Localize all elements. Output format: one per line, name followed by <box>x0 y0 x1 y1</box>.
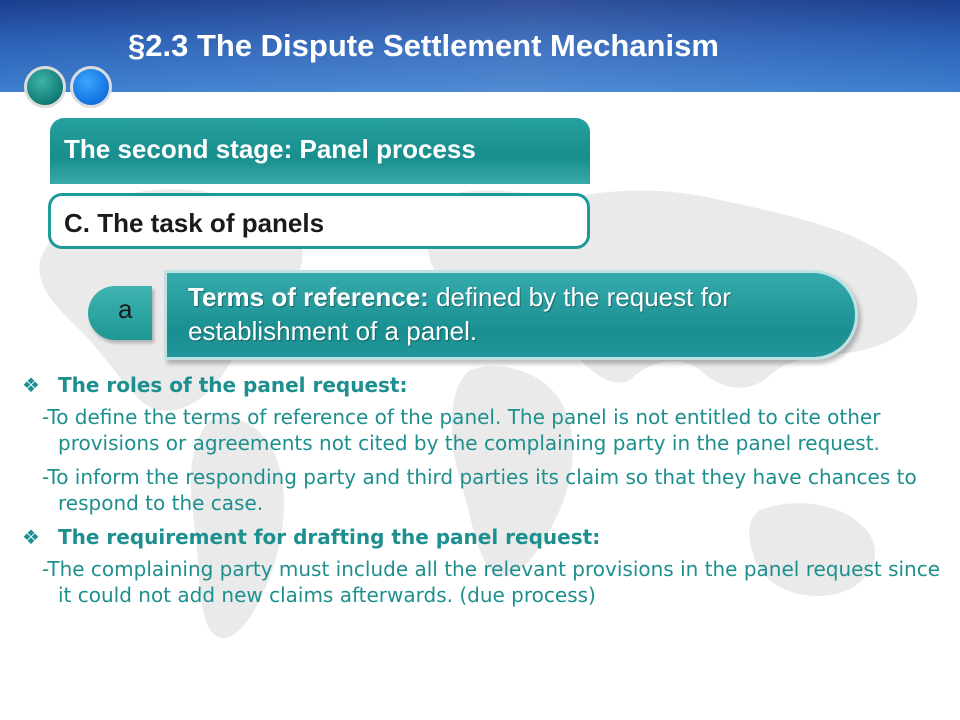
diamond-bullet-icon: ❖ <box>22 373 40 397</box>
task-box <box>48 193 590 249</box>
section-heading: ❖ The requirement for drafting the panel… <box>22 524 942 550</box>
terms-bold-label: Terms of reference: <box>188 282 429 312</box>
diamond-bullet-icon: ❖ <box>22 525 40 549</box>
slide-body: ❖ The roles of the panel request: -To de… <box>22 372 942 616</box>
terms-of-reference-box <box>164 270 858 360</box>
slide-header <box>0 0 960 92</box>
blue-orb-icon <box>70 66 112 108</box>
stage-tab <box>50 118 590 184</box>
stage-label: The second stage: Panel process <box>64 134 476 164</box>
body-paragraph: -The complaining party must include all … <box>42 557 941 607</box>
item-badge-letter: a <box>118 294 133 324</box>
section-heading: ❖ The roles of the panel request: <box>22 372 942 398</box>
body-paragraph: -To inform the responding party and thir… <box>42 465 917 515</box>
section-heading-text: The roles of the panel request: <box>58 373 408 397</box>
terms-definition: defined by the request for establishment… <box>188 282 731 346</box>
body-paragraph: -To define the terms of reference of the… <box>42 405 881 455</box>
task-label: C. The task of panels <box>64 208 325 238</box>
slide-title: §2.3 The Dispute Settlement Mechanism <box>128 28 719 63</box>
teal-orb-icon <box>24 66 66 108</box>
section-heading-text: The requirement for drafting the panel r… <box>58 525 601 549</box>
item-badge <box>88 286 152 340</box>
terms-of-reference-text: Terms of reference: defined by the reque… <box>188 280 828 348</box>
header-shine <box>0 0 960 92</box>
